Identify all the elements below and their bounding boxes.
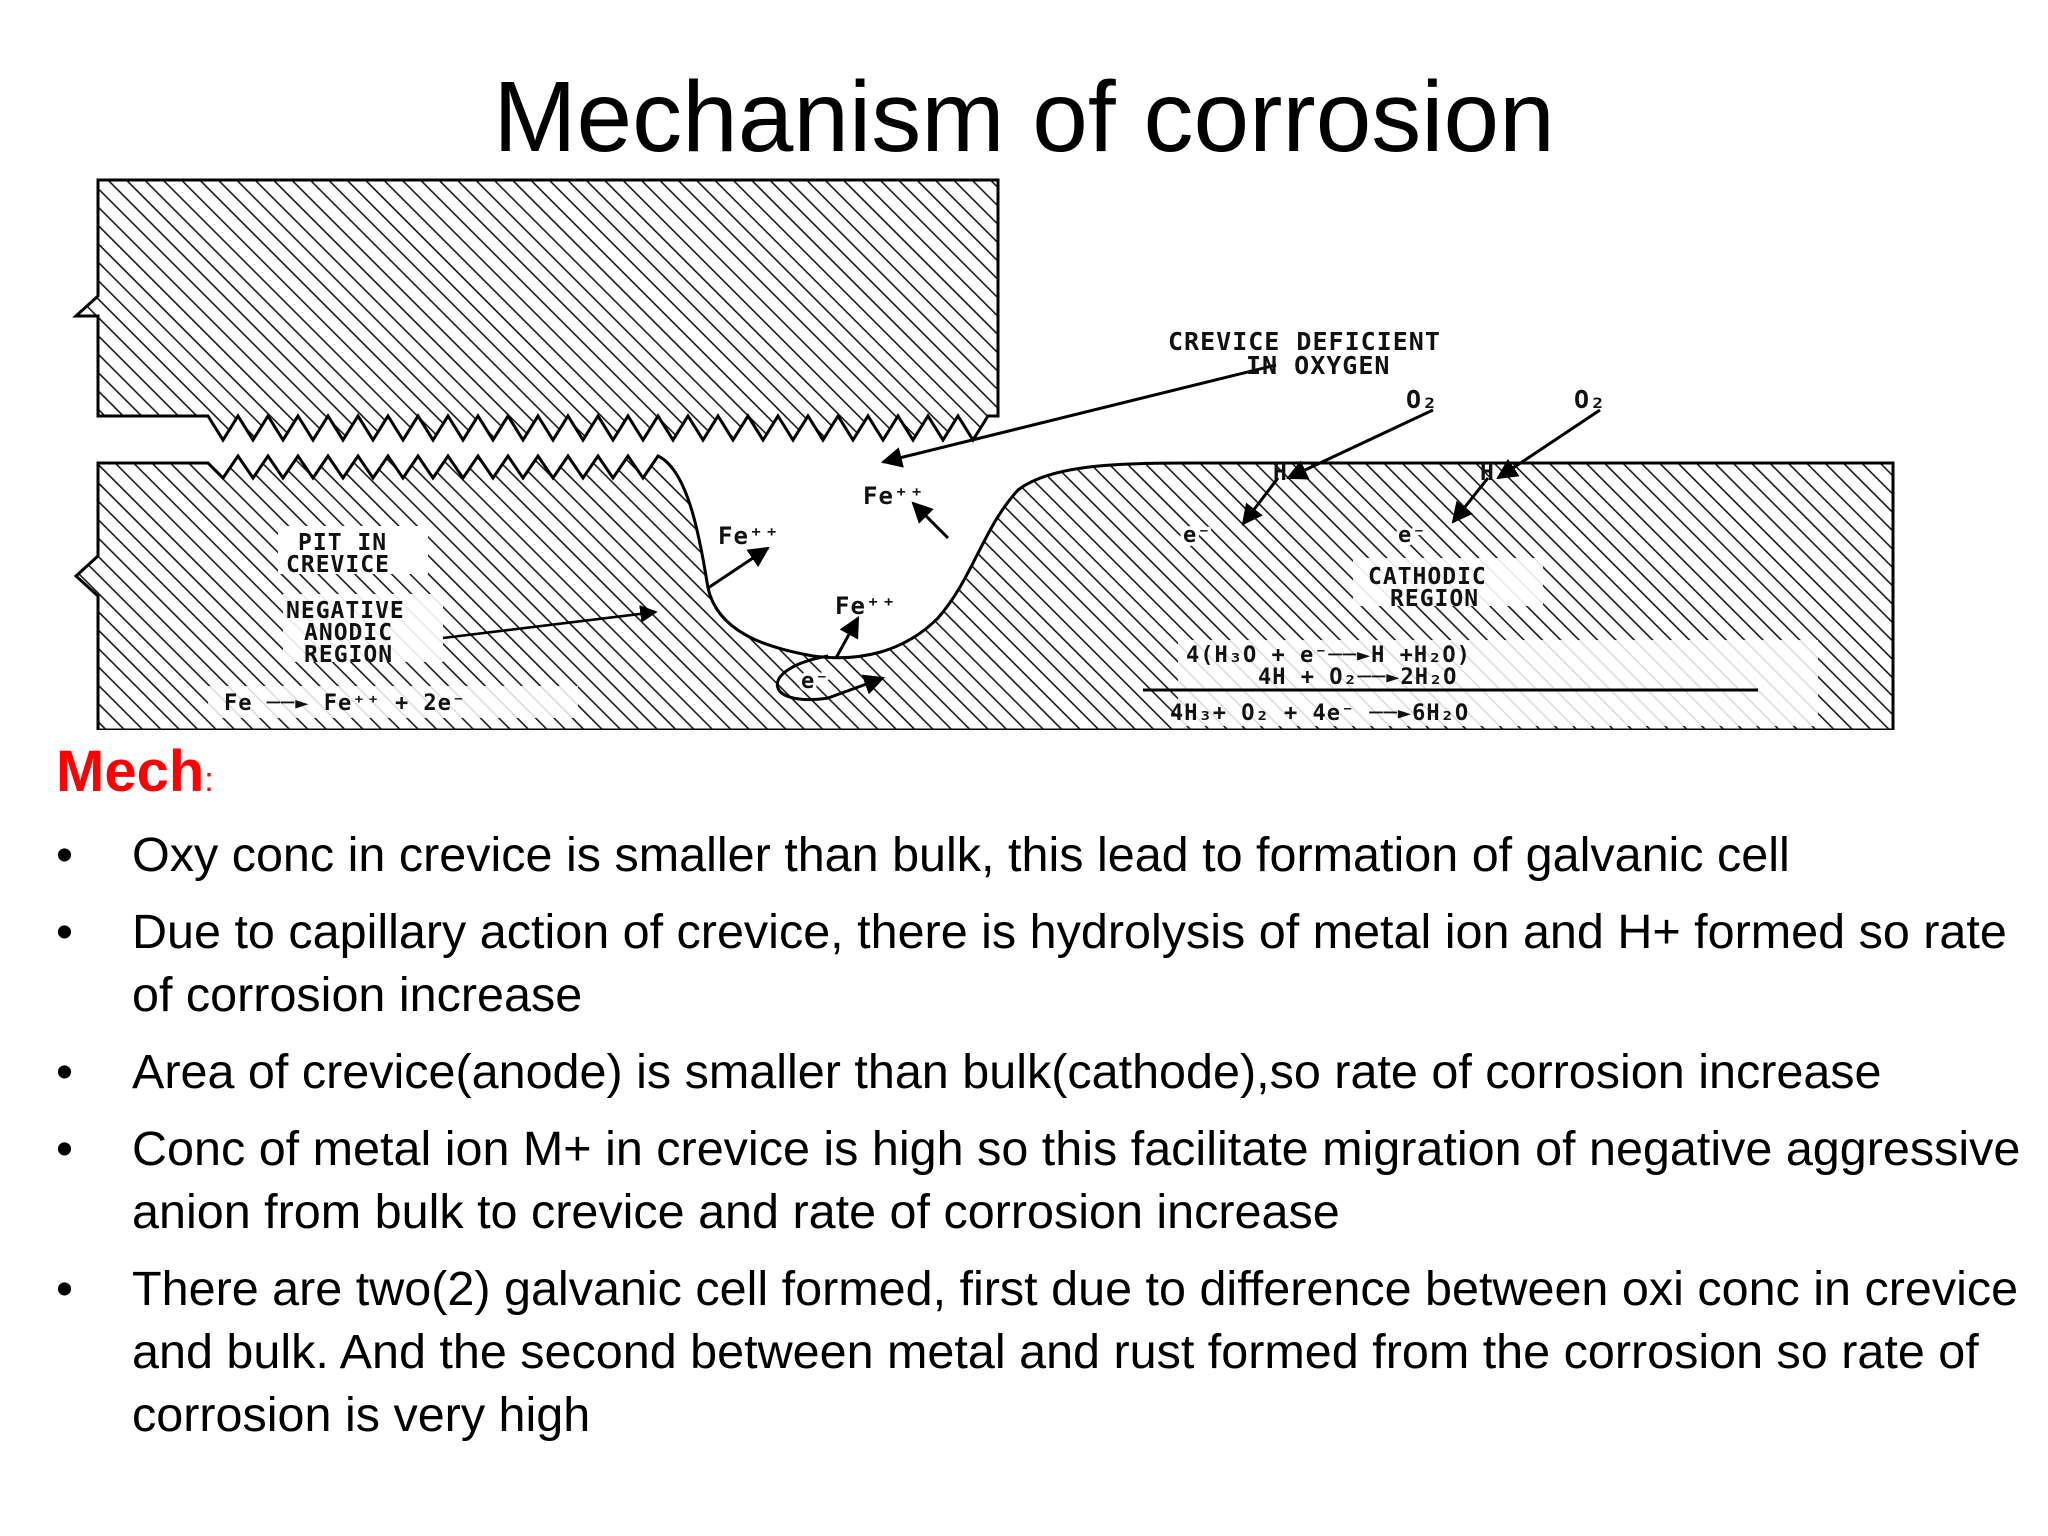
bullet-text: Oxy conc in crevice is smaller than bulk… xyxy=(132,828,1790,882)
h-label-a: H xyxy=(1273,460,1288,486)
upper-plate xyxy=(72,178,1000,443)
bullet-text: Due to capillary action of crevice, ther… xyxy=(132,905,2007,1022)
fe-ion-label-b: Fe⁺⁺ xyxy=(718,522,780,550)
h-arrow-b xyxy=(1451,477,1490,524)
slide-title: Mechanism of corrosion xyxy=(493,61,1555,173)
fe-arrow-b xyxy=(911,501,950,540)
o2-arrow-b xyxy=(1496,408,1601,480)
bullet-text: There are two(2) galvanic cell formed, f… xyxy=(132,1262,2019,1442)
pit-label-line1: PIT IN xyxy=(298,530,387,556)
h-label-b: H xyxy=(1480,460,1495,486)
cathode-equation-2: 4H + O₂──►2H₂O xyxy=(1258,665,1457,690)
section-heading-colon: : xyxy=(204,761,214,799)
fe-arrow-a xyxy=(707,546,770,590)
crevice-label-line2: IN OXYGEN xyxy=(1246,351,1390,380)
fe-ion-label-a: Fe⁺⁺ xyxy=(863,482,925,510)
bullet-glyph: • xyxy=(56,1045,73,1099)
bullet-item: • Oxy conc in crevice is smaller than bul… xyxy=(56,824,2036,887)
o2-label-b: O₂ xyxy=(1574,385,1606,414)
bullet-item: • Conc of metal ion M+ in crevice is high… xyxy=(56,1118,2036,1244)
bullet-item: • Due to capillary action of crevice, the… xyxy=(56,901,2036,1027)
section-heading: Mech: xyxy=(56,738,214,805)
bullet-text: Conc of metal ion M+ in crevice is high … xyxy=(132,1122,2021,1239)
electron-label-b: e⁻ xyxy=(1398,523,1427,548)
o2-label-a: O₂ xyxy=(1406,385,1438,414)
o2-arrow-a xyxy=(1286,408,1434,480)
fe-ion-label-c: Fe⁺⁺ xyxy=(835,592,897,620)
fe-arrow-c xyxy=(834,616,860,659)
cathode-equation-3: 4H₃+ O₂ + 4e⁻ ──►6H₂O xyxy=(1170,701,1469,726)
bullet-text: Area of crevice(anode) is smaller than b… xyxy=(132,1045,1882,1099)
anodic-label-line3: REGION xyxy=(304,642,393,668)
bullet-list: • Oxy conc in crevice is smaller than bul… xyxy=(56,824,2036,1461)
cathode-equation-1: 4(H₃O + e⁻──►H +H₂O) xyxy=(1186,643,1471,668)
anodic-label-line1: NEGATIVE xyxy=(286,598,405,624)
oxygen-deficient-arrow xyxy=(880,363,1277,468)
anodic-label-line2: ANODIC xyxy=(304,620,393,646)
h-arrow-a xyxy=(1241,477,1280,526)
bullet-glyph: • xyxy=(56,905,73,959)
bullet-glyph: • xyxy=(56,1262,73,1316)
anodic-region-arrow xyxy=(442,605,658,640)
pit-label-line2: CREVICE xyxy=(286,552,390,578)
electron-label-a: e⁻ xyxy=(1183,523,1212,548)
electron-label-c: e⁻ xyxy=(801,669,830,694)
bullet-glyph: • xyxy=(56,828,73,882)
bullet-item: • Area of crevice(anode) is smaller than … xyxy=(56,1041,2036,1104)
cathodic-label-line1: CATHODIC xyxy=(1368,564,1487,590)
cathodic-label-line2: REGION xyxy=(1390,586,1479,612)
bullet-glyph: • xyxy=(56,1122,73,1176)
bullet-item: • There are two(2) galvanic cell formed, … xyxy=(56,1258,2036,1447)
electron-loop-arrow xyxy=(775,654,885,701)
section-heading-text: Mech xyxy=(56,739,205,804)
crevice-corrosion-diagram: CREVICE DEFICIENT IN OXYGEN O₂ O₂ H H e⁻… xyxy=(68,178,1908,730)
anode-equation: Fe ──► Fe⁺⁺ + 2e⁻ xyxy=(224,691,466,716)
crevice-label-line1: CREVICE DEFICIENT xyxy=(1168,327,1441,356)
